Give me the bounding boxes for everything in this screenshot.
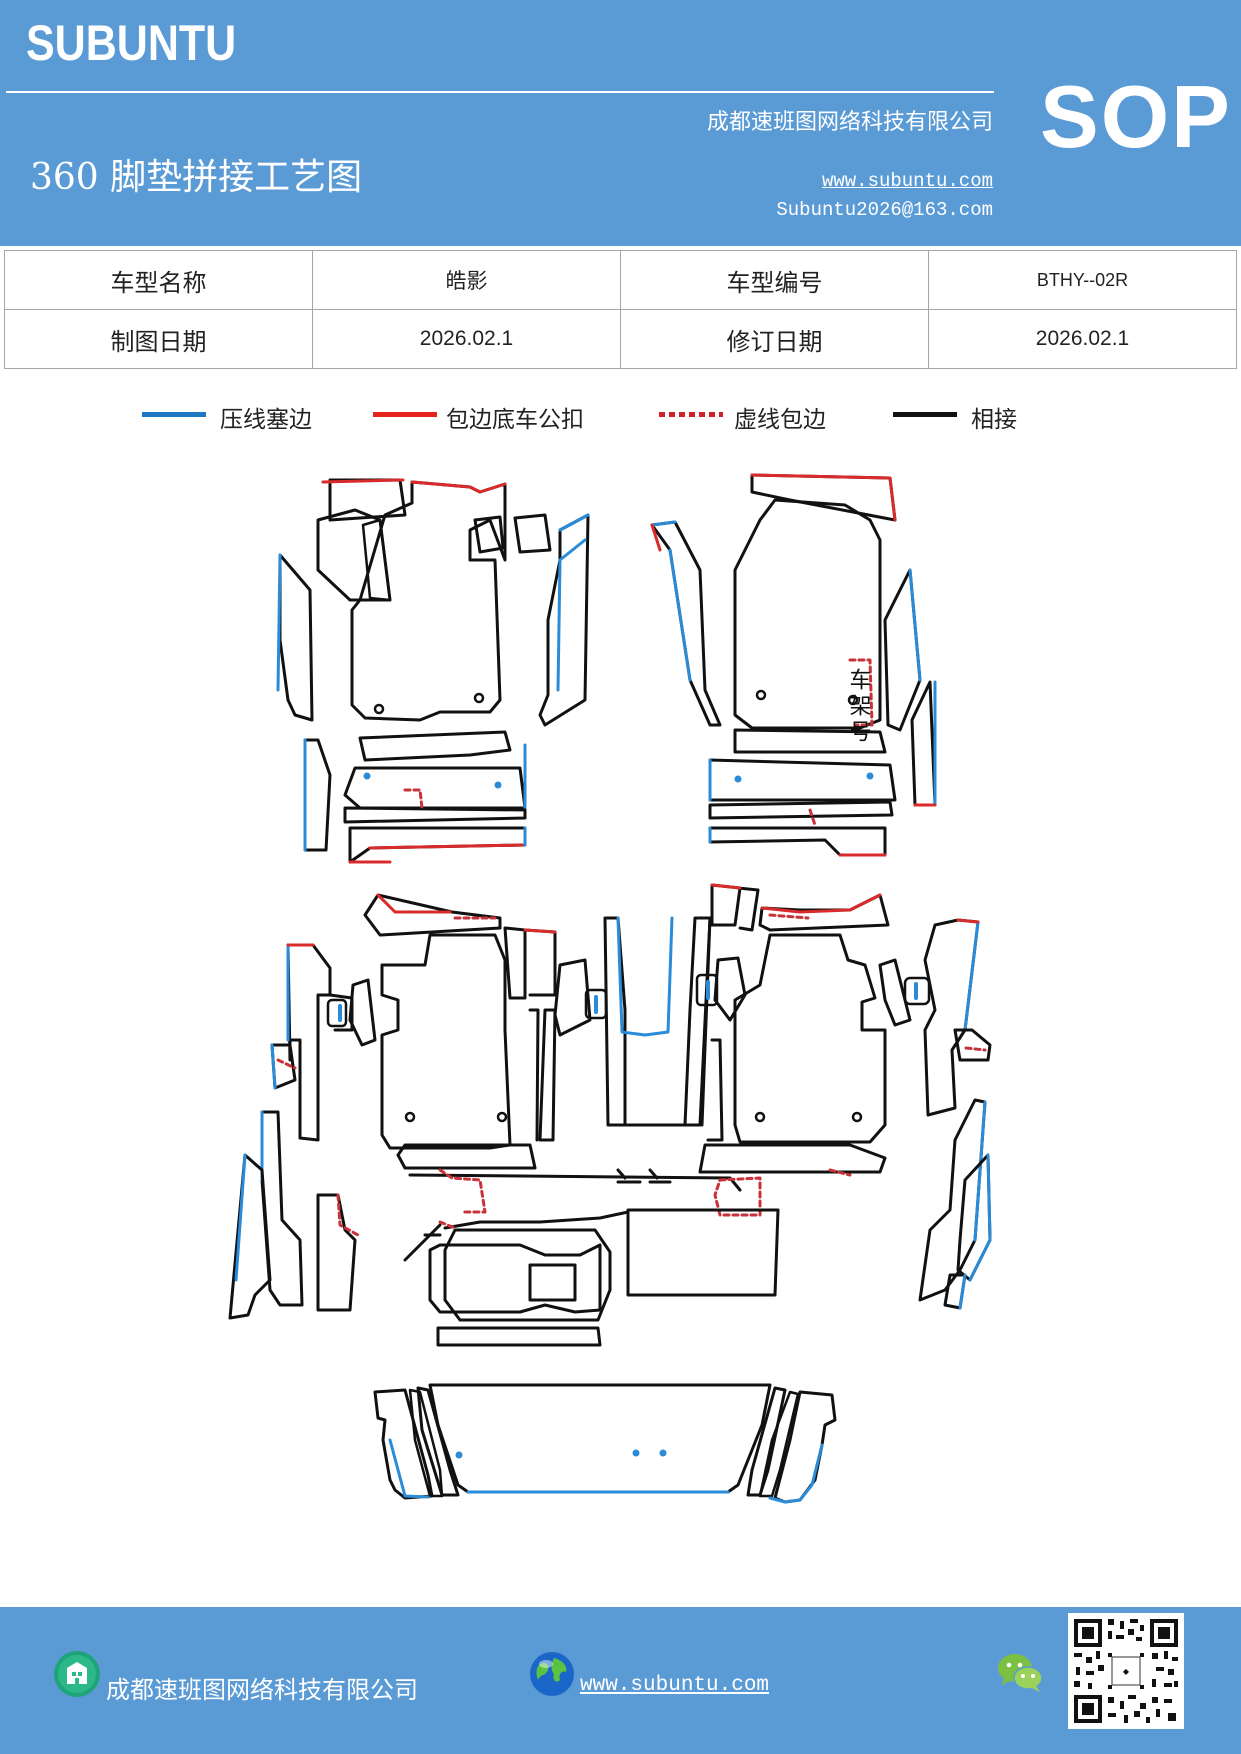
draw-date-label: 制图日期 — [4, 309, 313, 369]
revise-date-value: 2026.02.1 — [928, 309, 1237, 369]
legend: 压线塞边 包边底车公扣 虚线包边 相接 — [0, 400, 1241, 440]
globe-icon — [530, 1652, 574, 1696]
footer-website-link[interactable]: www.subuntu.com — [580, 1674, 770, 1697]
frame-label: 车架号 — [846, 668, 872, 746]
legend-swatch-press — [142, 412, 206, 417]
qr-code[interactable]: ◆ — [1068, 1613, 1184, 1729]
table-row: 车型名称 皓影 车型编号 BTHY--02R — [4, 250, 1237, 310]
footer-company: 成都速班图网络科技有限公司 — [106, 1676, 418, 1704]
draw-date-value: 2026.02.1 — [312, 309, 621, 369]
model-name-label: 车型名称 — [4, 250, 313, 310]
header-website-link[interactable]: www.subuntu.com — [821, 170, 993, 192]
page-title: 360 脚垫拼接工艺图 — [30, 157, 363, 198]
table-row: 制图日期 2026.02.1 修订日期 2026.02.1 — [4, 309, 1237, 369]
building-icon — [54, 1651, 100, 1697]
legend-label-wrap: 包边底车公扣 — [446, 407, 584, 433]
middle-row — [228, 883, 992, 1347]
model-code-value: BTHY--02R — [928, 250, 1237, 310]
brand-logo: SUBUNTU — [26, 15, 237, 71]
legend-label-press: 压线塞边 — [220, 407, 312, 433]
floor-mat-diagram: 车架号 — [228, 473, 992, 1504]
wechat-icon — [998, 1654, 1043, 1692]
revise-date-label: 修订日期 — [620, 309, 929, 369]
front-right-mat: 车架号 — [650, 473, 937, 857]
header-banner: SUBUNTU SOP 成都速班图网络科技有限公司 360 脚垫拼接工艺图 ww… — [0, 0, 1241, 246]
legend-swatch-join — [893, 412, 957, 417]
legend-swatch-dotted — [659, 412, 723, 417]
info-table: 车型名称 皓影 车型编号 BTHY--02R 制图日期 2026.02.1 修订… — [4, 250, 1237, 369]
front-left-mat — [276, 478, 590, 864]
legend-swatch-wrap — [373, 412, 437, 417]
sop-label: SOP — [1040, 67, 1232, 166]
svg-text:◆: ◆ — [1123, 1667, 1130, 1676]
rear-trunk-mat — [373, 1383, 837, 1504]
header-email: Subuntu2026@163.com — [776, 199, 993, 221]
model-code-label: 车型编号 — [620, 250, 929, 310]
header-divider — [6, 91, 994, 93]
legend-label-dotted: 虚线包边 — [734, 407, 826, 433]
model-name-value: 皓影 — [312, 250, 621, 310]
header-company: 成都速班图网络科技有限公司 — [706, 110, 993, 135]
legend-label-join: 相接 — [971, 407, 1017, 433]
